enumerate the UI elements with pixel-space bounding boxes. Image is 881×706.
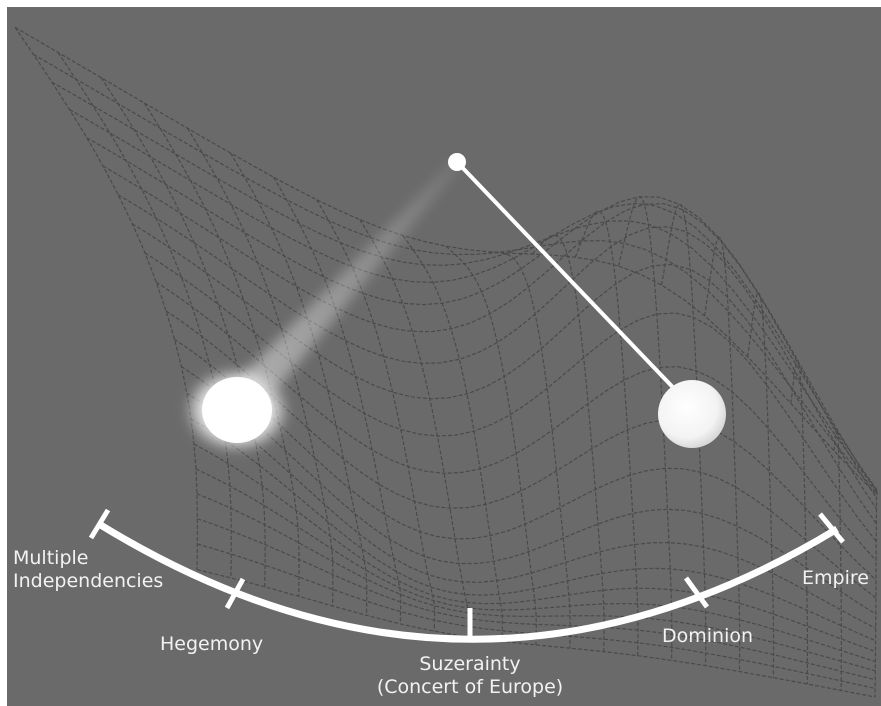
- mesh-line: [193, 443, 876, 653]
- label-empire: Empire: [802, 567, 869, 590]
- mesh-line: [617, 195, 673, 661]
- pendulum-pivot: [448, 153, 466, 171]
- pendulum-ball: [658, 380, 726, 448]
- scale-tick-hegemony: [224, 577, 246, 610]
- label-hegemony-text: Hegemony: [160, 633, 264, 655]
- label-hegemony: Hegemony: [160, 633, 263, 656]
- label-multiple-independencies: Multiple Independencies: [13, 547, 163, 593]
- pendulum-rod: [455, 160, 689, 404]
- mesh-line: [33, 53, 878, 493]
- mesh-line: [833, 427, 843, 691]
- mesh-line: [144, 252, 877, 542]
- label-dominion-text: Dominion: [662, 625, 754, 647]
- mesh-line: [180, 366, 877, 615]
- landscape-scene: [14, 26, 878, 698]
- saddle-surface-mesh: [14, 26, 878, 698]
- mesh-line: [196, 493, 876, 672]
- mesh-line: [102, 165, 878, 499]
- mesh-line: [229, 152, 368, 616]
- pendulum-landscape-diagram: Multiple Independencies Hegemony Suzerai…: [7, 7, 881, 706]
- label-suzerainty-line1: Suzerainty: [419, 653, 521, 675]
- label-multiple-independencies-line1: Multiple: [13, 547, 89, 569]
- mesh-line: [100, 77, 266, 587]
- mesh-line: [747, 291, 775, 678]
- mesh-line: [57, 52, 232, 578]
- mesh-line: [874, 488, 878, 697]
- mesh-line: [402, 235, 503, 642]
- mesh-line: [531, 234, 605, 652]
- mesh-line: [195, 468, 876, 663]
- scale-arc: [97, 521, 839, 643]
- mesh-line: [790, 359, 809, 685]
- mesh-line: [445, 245, 537, 645]
- mesh-line: [489, 251, 571, 649]
- mesh-line: [190, 418, 876, 642]
- label-dominion: Dominion: [662, 625, 753, 648]
- mesh-line: [117, 194, 877, 510]
- mesh-line: [704, 236, 741, 672]
- mesh-line: [14, 26, 878, 496]
- scale-end-cap-left: [88, 508, 111, 540]
- mesh-line: [196, 569, 876, 698]
- label-empire-text: Empire: [802, 567, 869, 589]
- scale-end-cap-right: [818, 512, 845, 544]
- mesh-line: [86, 137, 878, 493]
- pendulum-ball-blurred-core: [202, 377, 272, 443]
- scale-tick-dominion: [683, 576, 710, 609]
- motion-blur-streak: [229, 161, 460, 389]
- mesh-line: [273, 176, 402, 624]
- mesh-line: [14, 26, 199, 570]
- mesh-line: [574, 210, 639, 656]
- label-multiple-independencies-line2: Independencies: [13, 570, 164, 592]
- label-suzerainty: Suzerainty (Concert of Europe): [365, 653, 575, 699]
- mesh-line: [186, 127, 334, 607]
- mesh-line: [197, 518, 876, 681]
- mesh-line: [174, 338, 877, 599]
- label-suzerainty-line2: (Concert of Europe): [376, 676, 564, 698]
